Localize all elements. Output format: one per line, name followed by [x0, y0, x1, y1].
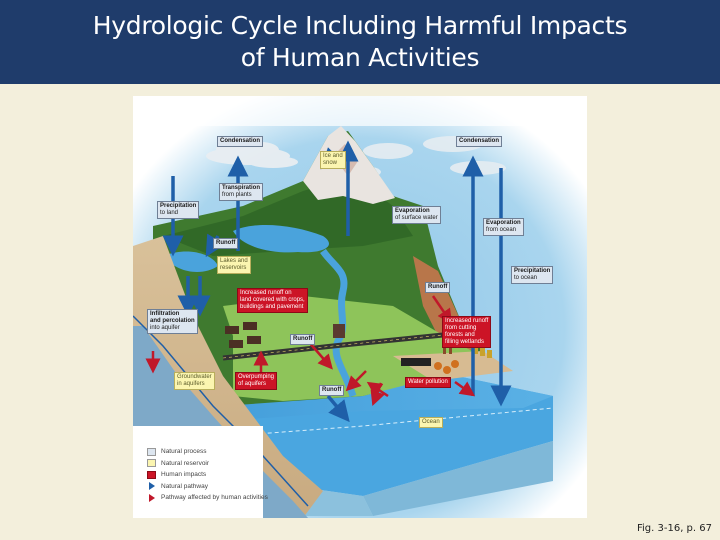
human-pathway-arrow-icon [149, 493, 155, 502]
title-line-1: Hydrologic Cycle Including Harmful Impac… [92, 11, 628, 40]
natural-pathway-arrow-icon [149, 482, 155, 491]
legend-item-natural-reservoir: Natural reservoir [147, 458, 268, 470]
lake [233, 224, 329, 253]
industrial-site [393, 332, 513, 381]
reservoir [163, 251, 218, 272]
houses [225, 322, 345, 348]
figure-caption: Fig. 3-16, p. 67 [637, 523, 712, 534]
label-runoff-bottom: Runoff [319, 385, 345, 396]
farmland [223, 296, 478, 401]
diagram-illustration [133, 96, 587, 518]
river [320, 248, 357, 398]
label-water-pollution: Water pollution [405, 377, 451, 388]
natural-process-swatch-icon [147, 447, 156, 456]
legend-item-natural-process: Natural process [147, 446, 268, 458]
label-runoff-top: Runoff [213, 238, 239, 249]
legend: Natural process Natural reservoir Human … [147, 446, 268, 504]
human-impacts-swatch-icon [147, 470, 156, 479]
label-runoff-farm: Runoff [290, 334, 316, 345]
legend-item-natural-pathway: Natural pathway [147, 481, 268, 493]
label-ocean: Ocean [419, 417, 443, 428]
label-condensation-left: Condensation [217, 136, 263, 147]
natural-reservoir-swatch-icon [147, 459, 156, 468]
legend-item-human-impacts: Human impacts [147, 469, 268, 481]
label-runoff-slope: Runoff [425, 282, 451, 293]
title-line-2: of Human Activities [240, 43, 480, 72]
legend-item-human-pathway: Pathway affected by human activities [147, 492, 268, 504]
slide-title: Hydrologic Cycle Including Harmful Impac… [0, 0, 720, 84]
label-condensation-right: Condensation [456, 136, 502, 147]
